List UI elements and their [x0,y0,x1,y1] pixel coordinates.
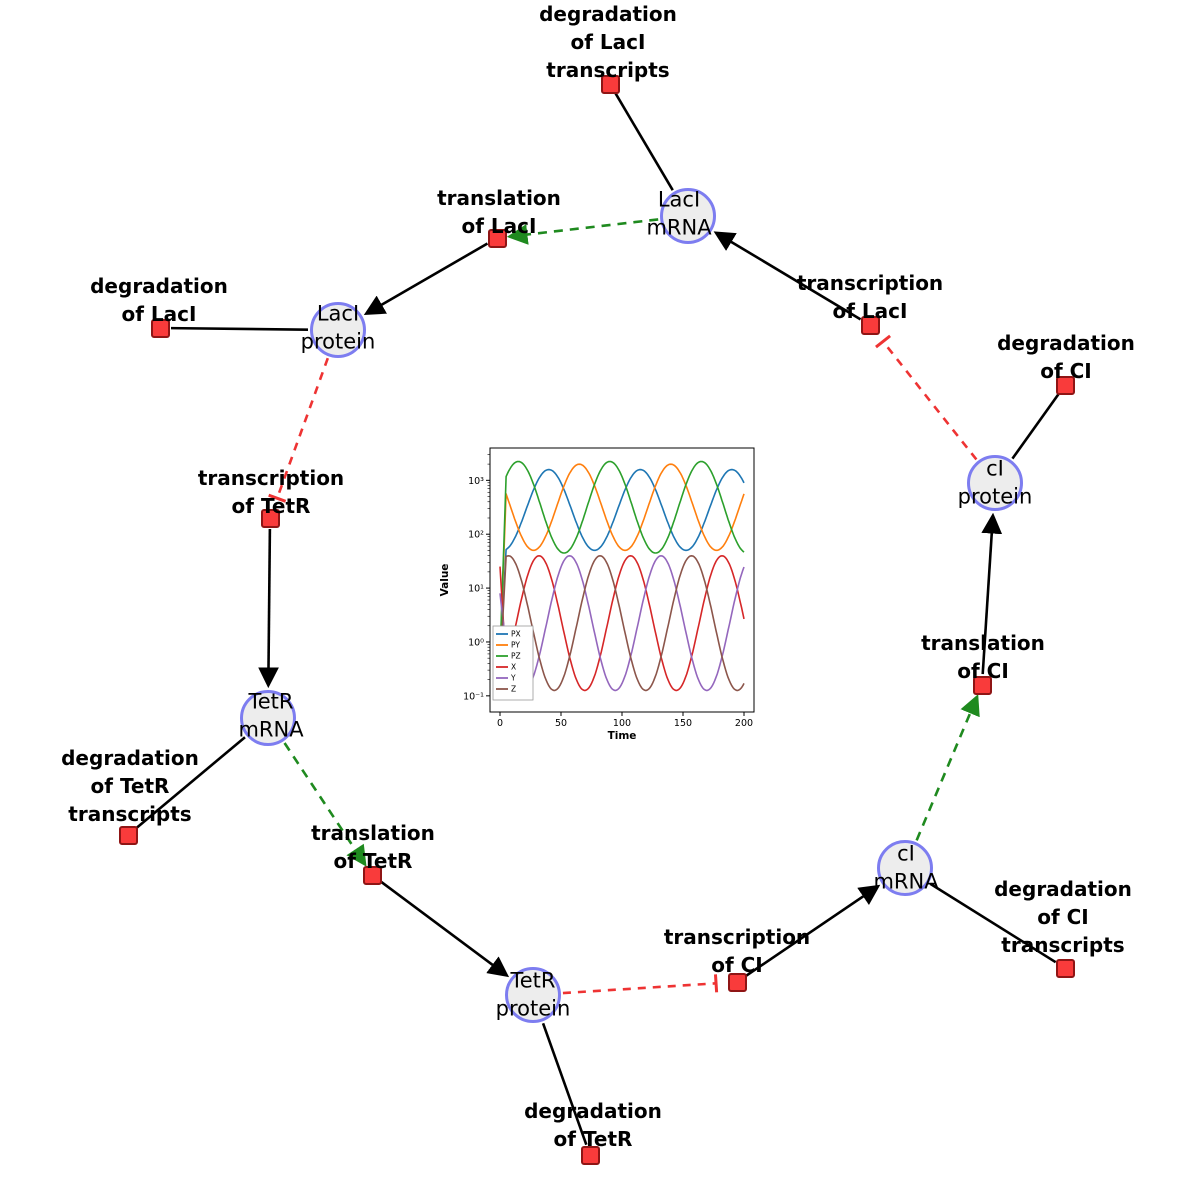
reaction-node-tl_tetr[interactable] [362,865,382,885]
reaction-label-tl_ci: translation of CI [921,631,1045,683]
edge-consumption-ci_mrna-deg_ci_tx [929,882,1057,964]
edge-inhibition-tetr_protein-tx_ci [562,982,717,995]
legend-label-PZ: PZ [511,652,521,661]
x-tick-label: 0 [497,718,503,729]
edge-consumption-laci_protein-deg_laci [170,326,309,331]
reaction-label-deg_laci_tx: degradation of LacI transcripts [539,2,677,82]
chart-legend [492,625,534,701]
species-label-tetr_protein: TetR protein [495,968,571,1021]
chart-x-axis-label: Time [607,730,637,742]
edge-modifier-ci_mrna-tl_ci [915,694,980,841]
legend-label-X: X [511,663,516,672]
series-PY [499,463,745,659]
reaction-node-deg_laci_tx[interactable] [600,74,620,94]
series-Y [499,555,745,692]
species-node-ci_mrna[interactable] [877,840,933,896]
reaction-label-deg_tetr_tx: degradation of TetR transcripts [61,746,199,826]
species-node-laci_mrna[interactable] [660,188,716,244]
reaction-label-tl_laci: translation of LacI [437,186,561,238]
x-tick-label: 150 [674,718,692,729]
series-PX [499,468,745,659]
reaction-node-tx_laci[interactable] [860,315,880,335]
series-X [499,555,745,692]
y-tick-label: 10¹ [468,584,484,595]
reaction-node-tl_ci[interactable] [972,675,992,695]
species-node-laci_protein[interactable] [310,302,366,358]
edge-production-tl_laci-laci_protein [363,242,489,316]
x-tick-label: 100 [613,718,631,729]
reaction-node-tx_ci[interactable] [727,972,747,992]
edge-production-tx_tetr-tetr_mrna [258,528,279,689]
inhibition-tbar-laci_protein-tx_tetr [268,493,287,503]
reaction-label-deg_tetr: degradation of TetR [524,1099,662,1151]
species-node-tetr_protein[interactable] [505,967,561,1023]
edge-consumption-laci_mrna-deg_laci_tx [614,92,674,191]
x-tick-label: 50 [555,718,567,729]
species-label-tetr_mrna: TetR mRNA [238,689,304,742]
legend-label-Y: Y [510,674,516,683]
edge-consumption-tetr_protein-deg_tetr [541,1022,588,1146]
x-tick-label: 200 [735,718,753,729]
series-PZ [499,460,745,659]
reaction-label-deg_laci: degradation of LacI [90,274,228,326]
legend-label-PY: PY [511,641,520,650]
reaction-label-deg_ci_tx: degradation of CI transcripts [994,877,1132,957]
edge-inhibition-laci_protein-tx_tetr [275,357,330,499]
reaction-label-deg_ci: degradation of CI [997,331,1135,383]
edge-consumption-tetr_mrna-deg_tetr_tx [135,736,246,829]
reaction-node-deg_ci_tx[interactable] [1055,958,1075,978]
reaction-label-tx_ci: transcription of CI [663,925,811,977]
reaction-node-tl_laci[interactable] [487,228,507,248]
edge-production-tl_tetr-tetr_protein [380,880,510,978]
species-label-ci_protein: cI protein [957,456,1033,509]
species-label-laci_protein: LacI protein [300,301,376,354]
species-node-ci_protein[interactable] [967,455,1023,511]
y-tick-label: 10² [468,530,484,541]
edge-modifier-laci_mrna-tl_laci [506,218,659,245]
reaction-node-deg_tetr[interactable] [580,1145,600,1165]
reaction-node-deg_laci[interactable] [150,318,170,338]
legend-label-PX: PX [511,630,521,639]
chart-plot: 10⁻¹ 10⁰ 10¹ 10² 10³ 0 50 100 150 200 PX PY PZ XYZ [463,447,755,729]
y-tick-label: 10⁰ [468,637,484,648]
series-Z [499,555,745,692]
y-tick-label: 10⁻¹ [463,691,484,702]
reaction-label-tx_tetr: transcription of TetR [197,466,345,518]
y-tick-label: 10³ [468,476,484,487]
reaction-label-tl_tetr: translation of TetR [311,821,435,873]
edge-production-tx_ci-ci_mrna [745,884,881,977]
edge-inhibition-ci_protein-tx_laci [882,340,978,461]
edge-production-tl_ci-ci_protein [981,512,1003,675]
species-label-ci_mrna: cI mRNA [873,841,939,894]
inhibition-tbar-ci_protein-tx_laci [875,334,892,349]
species-label-laci_mrna: LacI mRNA [646,187,712,240]
edge-production-tx_laci-laci_mrna [713,231,862,321]
reaction-node-deg_ci[interactable] [1055,375,1075,395]
edge-modifier-tetr_mrna-tl_tetr [283,742,367,867]
reaction-label-tx_laci: transcription of LacI [796,271,944,323]
reaction-node-tx_tetr[interactable] [260,508,280,528]
species-node-tetr_mrna[interactable] [240,690,296,746]
inhibition-tbar-tetr_protein-tx_ci [713,974,719,993]
chart-y-axis-label: Value [439,563,451,597]
edge-consumption-ci_protein-deg_ci [1011,393,1060,460]
reaction-node-deg_tetr_tx[interactable] [118,825,138,845]
legend-label-Z: Z [511,685,516,694]
